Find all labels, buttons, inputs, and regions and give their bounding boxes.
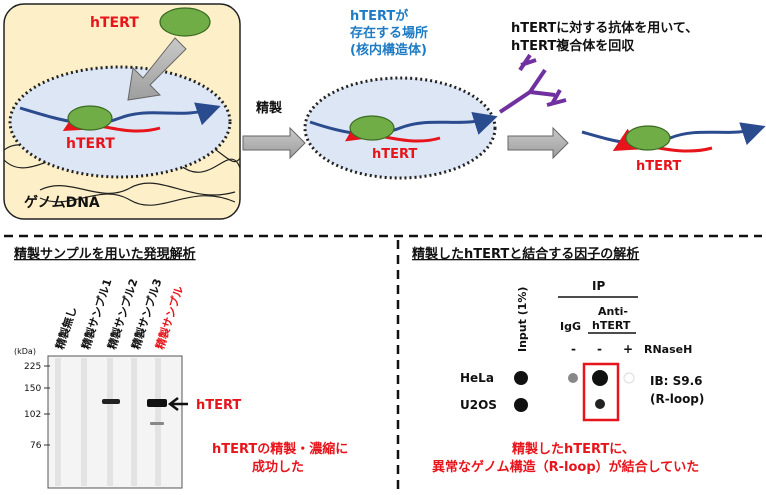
import-arrow-icon [127,37,187,101]
nucleus-htert-label: hTERT [66,136,115,152]
left-panel-title: 精製サンプルを用いた発現解析 [14,246,196,262]
middle-htert-label: hTERT [372,147,417,162]
row-hela: HeLa [460,371,494,385]
htert-protein-icon [67,105,113,131]
right-htert-label: hTERT [636,159,681,174]
htert-protein-icon [349,115,395,141]
row-u2os: U2OS [460,398,497,412]
antibody-icon [498,53,567,114]
band-label: hTERT [196,398,241,413]
location-label-line1: hTERTが [350,8,408,24]
lane-labels: 精製無し 精製サンプル1 精製サンプル2 精製サンプル3 精製サンプル [53,277,187,351]
ib-label-line2: (R-loop) [650,392,704,406]
dot-hela-rnaseh [623,372,635,384]
purify-arrow-icon [242,126,306,160]
htert-protein-icon [625,125,671,151]
band-lane5-faint [150,422,164,425]
igg-label: IgG [560,320,581,333]
marker-ticks [44,365,50,446]
anti-label-line2: hTERT [592,319,631,332]
left-htert-label: hTERT [90,15,139,31]
dot-u2os-input [514,398,528,412]
ip-label: IP [592,279,605,293]
purify-arrow-label: 精製 [256,100,282,116]
left-conclusion-line2: 成功した [252,459,304,475]
left-conclusion-line1: hTERTの精製・濃縮に [212,441,348,457]
input-label: Input (1%) [516,287,529,352]
dot-hela-input [514,371,528,385]
band-lane5 [147,399,167,407]
anti-label-line1: Anti- [598,305,628,318]
antibody-label-line2: hTERT複合体を回収 [511,38,635,54]
right-conclusion-line2: 異常なゲノム構造（R-loop）が結合していた [432,459,699,475]
kda-label: (kDa) [14,347,36,356]
dna-strand [19,102,221,126]
location-label-line3: (核内構造体) [350,42,427,58]
nucleus [8,65,232,179]
dot-hela-igg [568,373,578,383]
dna-strand [581,122,766,146]
dot-hela-anti [592,370,608,386]
collect-arrow-icon [507,126,569,160]
location-label-line2: 存在する場所 [350,25,428,41]
highlight-box [582,362,620,422]
band-lane3 [102,399,120,404]
dna-strand [309,111,498,136]
genomic-dna-label: ゲノムDNA [24,194,100,211]
right-conclusion-line1: 精製したhTERTに、 [512,441,635,457]
antibody-label-line1: hTERTに対する抗体を用いて、 [511,20,698,36]
rnaseh-minus-1: - [571,342,576,356]
right-panel-title: 精製したhTERTと結合する因子の解析 [412,246,639,262]
marker-76: 76 [30,441,42,451]
rnaseh-minus-2: - [597,342,602,356]
rnaseh-label: RNaseH [644,343,692,356]
marker-150: 150 [24,384,41,394]
ib-label-line1: IB: S9.6 [650,374,703,388]
marker-225: 225 [24,362,41,372]
lane-label-1: 精製無し [53,305,80,351]
marker-102: 102 [24,410,41,420]
dot-u2os-anti [595,399,605,409]
htert-protein-icon [159,7,211,37]
rnaseh-plus: + [623,342,633,356]
band-arrow-icon [167,397,188,411]
